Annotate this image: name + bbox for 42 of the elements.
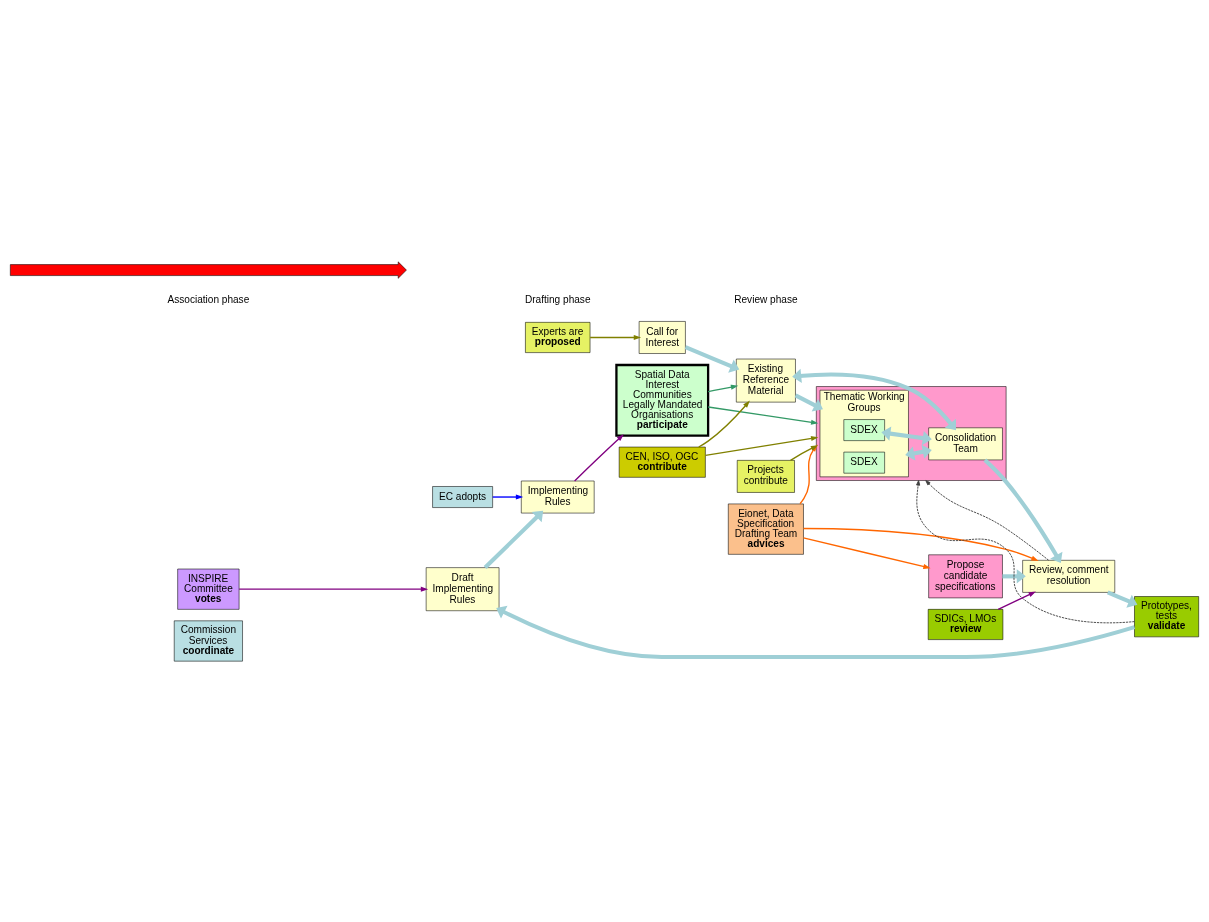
arrow [802,527,1039,561]
arrow [881,426,932,445]
arrow [573,433,624,482]
arrow [698,400,750,448]
node-box: Spatial Data Interest Communities Legally Mandated Organisations participate [615,363,710,437]
node-box: Projects contribute [736,459,795,493]
node-box: Draft Implementing Rules [425,566,500,611]
arrow [1106,590,1138,608]
arrow [925,479,1050,561]
arrow [792,368,956,430]
arrow [483,510,544,569]
arrow [238,586,429,592]
arrow [983,458,1063,563]
node-box: SDICs, LMOs review [927,608,1004,640]
arrow [916,479,1135,623]
node-box: Experts are proposed [525,321,591,353]
arrow [684,344,740,373]
arrow [905,444,932,460]
arrow [997,591,1036,610]
node-box: Propose candidate specifications [928,554,1003,598]
node-box: SDEX [843,418,885,441]
node-box: EC adopts [432,485,493,508]
arrow [589,334,642,340]
node-box: Implementing Rules [521,480,595,513]
node-box: Call for Interest [638,320,686,354]
node-box: Commission Services coordinate [173,620,243,661]
node-box: Existing Reference Material [736,358,796,402]
node-box: INSPIRE Committee votes [177,568,240,610]
label: Association phase [167,293,250,305]
node-box: Eionet, Data Specification Drafting Team advices [728,503,804,555]
node-box: Consolidation Team [928,427,1003,460]
node-box: CEN, ISO, OGC contribute [618,446,706,478]
node-box: SDEX [843,451,885,473]
arrow [492,493,524,500]
label: Drafting phase [524,293,591,305]
node-box: Review, comment resolution [1022,559,1116,593]
label: Review phase [734,293,798,305]
arrow [707,405,819,425]
node-box: Prototypes, tests validate [1134,595,1199,637]
arrow [794,393,823,412]
arrow [707,384,739,392]
arrow [802,536,931,569]
